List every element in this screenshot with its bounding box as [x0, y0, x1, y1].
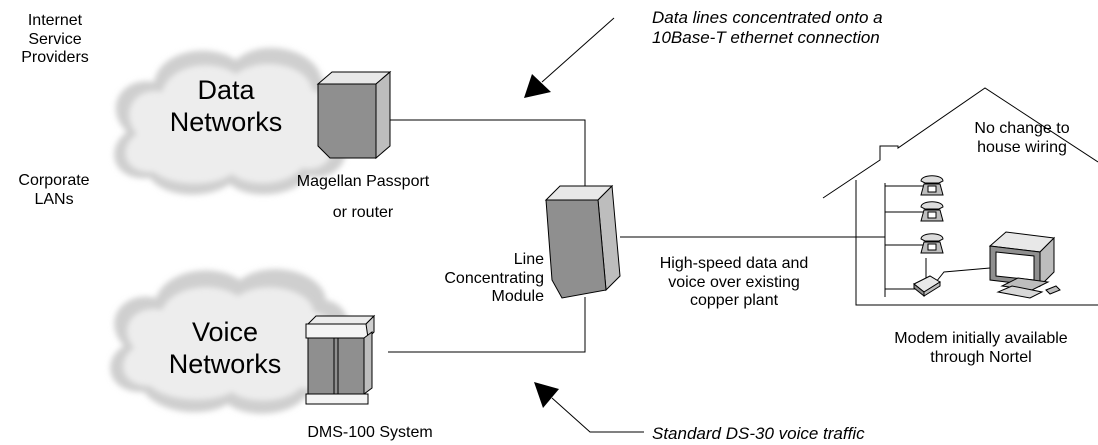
router-cabinet-icon	[316, 70, 392, 160]
data-lines-note: Data lines concentrated onto a 10Base-T …	[652, 8, 883, 48]
voice-networks-line: Networks	[168, 349, 282, 380]
lcm-label-line: Module	[491, 288, 544, 306]
high-speed-label-line: voice over existing	[668, 273, 800, 291]
corporate-label-line: Corporate	[18, 172, 90, 189]
voice-traffic-note: Standard DS-30 voice traffic	[652, 424, 865, 443]
computer-icon	[988, 231, 1061, 299]
isp-label-line: Internet	[27, 12, 83, 29]
telephone-icon	[920, 175, 944, 254]
connection-lines	[388, 119, 885, 353]
lcm-label-line: Concentrating	[444, 269, 544, 287]
passport-label-line: Magellan Passport	[296, 173, 430, 190]
high-speed-label-line: copper plant	[689, 292, 779, 310]
dms-100-label: DMS-100 System	[307, 424, 433, 441]
no-change-label-line: No change to	[974, 120, 1070, 137]
voice-link-line	[388, 297, 586, 353]
modem-label-line: through Nortel	[930, 348, 1032, 366]
no-change-label: No change to house wiring	[954, 120, 1090, 157]
lcm-label-line: Line	[513, 251, 544, 268]
isp-label: Internet Service Providers	[10, 12, 100, 68]
house-icon	[822, 87, 1098, 306]
house-wiring	[884, 183, 991, 297]
data-networks-cloud	[114, 47, 349, 195]
voice-networks-label: Voice Networks	[140, 316, 310, 381]
modem-availability-label: Modem initially available through Nortel	[864, 330, 1098, 367]
modem-label-line: Modem initially available	[894, 330, 1068, 347]
high-speed-data-label: High-speed data and voice over existing …	[626, 255, 842, 311]
data-networks-line: Networks	[169, 107, 283, 138]
corporate-label-line: LANs	[34, 190, 74, 208]
isp-label-line: Service	[28, 30, 82, 48]
arrow-icon	[534, 382, 644, 433]
magellan-passport-label: Magellan Passport or router	[266, 166, 460, 228]
data-networks-label: Data Networks	[146, 74, 306, 139]
isp-label-line: Providers	[21, 49, 89, 67]
voice-networks-cloud	[110, 269, 350, 414]
cabinet-icon	[544, 184, 621, 299]
switch-cabinet-icon	[305, 314, 376, 405]
corporate-lans-label: Corporate LANs	[4, 172, 104, 209]
data-lines-note-line: Data lines concentrated onto a	[652, 8, 883, 27]
passport-label-line: or router	[332, 204, 394, 222]
data-networks-line: Data	[197, 75, 255, 105]
arrow-icon	[524, 17, 615, 98]
no-change-label-line: house wiring	[977, 138, 1067, 156]
voice-networks-line: Voice	[191, 317, 259, 347]
data-lines-note-line: 10Base-T ethernet connection	[652, 27, 880, 47]
line-concentrating-module-label: Line Concentrating Module	[438, 251, 544, 307]
data-link-line	[388, 119, 586, 196]
high-speed-label-line: High-speed data and	[659, 255, 809, 272]
modem-icon	[913, 275, 941, 298]
